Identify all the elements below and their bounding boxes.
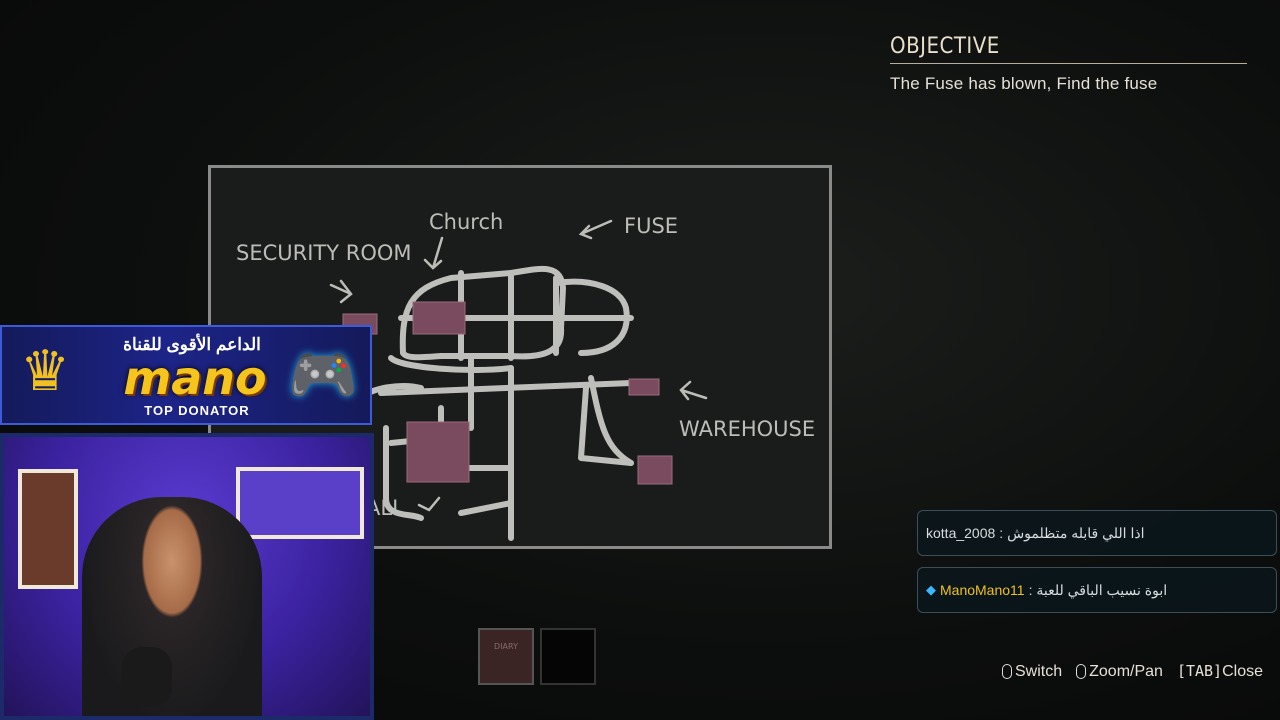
- diary-label: DIARY: [494, 642, 518, 651]
- map-label-warehouse: WAREHOUSE: [679, 417, 816, 441]
- objective-panel: OBJECTIVE The Fuse has blown, Find the f…: [890, 34, 1247, 94]
- control-hints: Switch Zoom/Pan [TAB]Close: [1002, 662, 1263, 681]
- streamer: [82, 497, 262, 716]
- tab-key: [TAB]: [1176, 662, 1223, 680]
- church-building: [412, 301, 466, 335]
- map-label-security-room: SECURITY ROOM: [236, 241, 412, 265]
- zoom-pan-hint[interactable]: Zoom/Pan: [1076, 663, 1163, 681]
- microphone: [122, 647, 172, 707]
- mouse-icon: [1002, 663, 1012, 679]
- objective-header: OBJECTIVE: [890, 34, 1247, 64]
- crown-icon: ♛: [20, 339, 71, 402]
- gem-icon: ◆: [926, 582, 936, 597]
- switch-hint[interactable]: Switch: [1002, 663, 1062, 681]
- inventory-slot-empty[interactable]: [540, 628, 596, 685]
- chat-text: : اذا اللي قابله متظلموش: [999, 524, 1145, 541]
- banner-donator-name: mano: [123, 351, 267, 405]
- banner-subtitle: TOP DONATOR: [144, 403, 250, 418]
- chat-text: : ابوة نسيب الباقي للعبة: [1028, 581, 1168, 598]
- webcam-feed: [0, 433, 374, 720]
- chat-message: kotta_2008 : اذا اللي قابله متظلموش: [917, 510, 1277, 556]
- hall-building: [406, 421, 470, 483]
- map-label-fuse: FUSE: [624, 214, 679, 238]
- wall-shelf: [236, 467, 364, 539]
- inventory-slot-diary[interactable]: DIARY: [478, 628, 534, 685]
- wall-frame: [18, 469, 78, 589]
- chat-username: ManoMano11: [940, 582, 1025, 598]
- map-label-church: Church: [429, 210, 504, 234]
- chat-message: ◆ ManoMano11 : ابوة نسيب الباقي للعبة: [917, 567, 1277, 613]
- warehouse-building: [637, 455, 673, 485]
- mouse-icon: [1076, 663, 1087, 679]
- top-donator-banner: ♛ الداعم الأقوى للقناة mano TOP DONATOR …: [0, 325, 372, 425]
- map-drawing: [329, 219, 708, 541]
- close-hint[interactable]: [TAB]Close: [1176, 662, 1263, 680]
- chat-username: kotta_2008: [926, 525, 996, 541]
- gamepad-icon: 🎮: [288, 343, 358, 406]
- objective-text: The Fuse has blown, Find the fuse: [890, 74, 1158, 93]
- banner-arabic-title: الداعم الأقوى للقناة: [123, 335, 261, 354]
- warehouse-building-small: [628, 378, 660, 396]
